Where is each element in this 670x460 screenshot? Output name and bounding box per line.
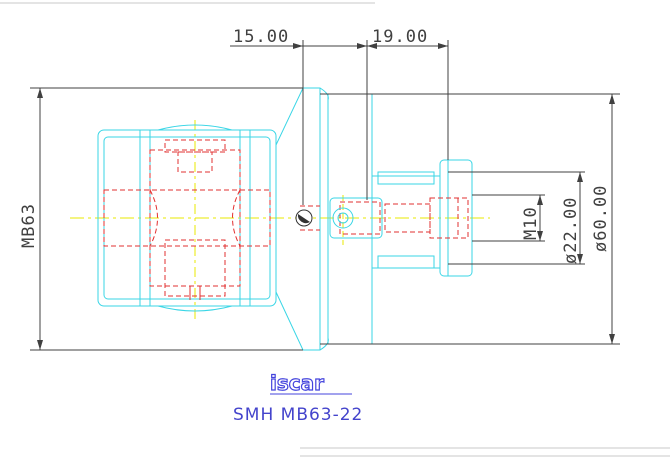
pin-hole-inner: [337, 212, 349, 224]
ball-plunger-shade: [297, 214, 310, 224]
dim-left-vertical: MB63: [19, 203, 39, 248]
adapter-body: [97, 87, 473, 351]
dim-top-left: 15.00: [233, 27, 289, 47]
part-caption: SMH MB63-22: [233, 405, 363, 425]
hidden-marks: [189, 286, 201, 300]
dimension-arrows: [37, 43, 615, 350]
dim-diameter-small: ø22.00: [561, 197, 581, 264]
dim-diameter-large: ø60.00: [591, 185, 611, 252]
dimension-lines: [30, 40, 620, 351]
brand-logo-text: iscar: [270, 371, 324, 395]
dim-top-right: 19.00: [372, 27, 428, 47]
dim-thread: M10: [521, 206, 541, 240]
hidden-detail: [103, 139, 469, 297]
pin-hole: [332, 207, 354, 229]
brand-logo: iscar: [269, 370, 352, 396]
